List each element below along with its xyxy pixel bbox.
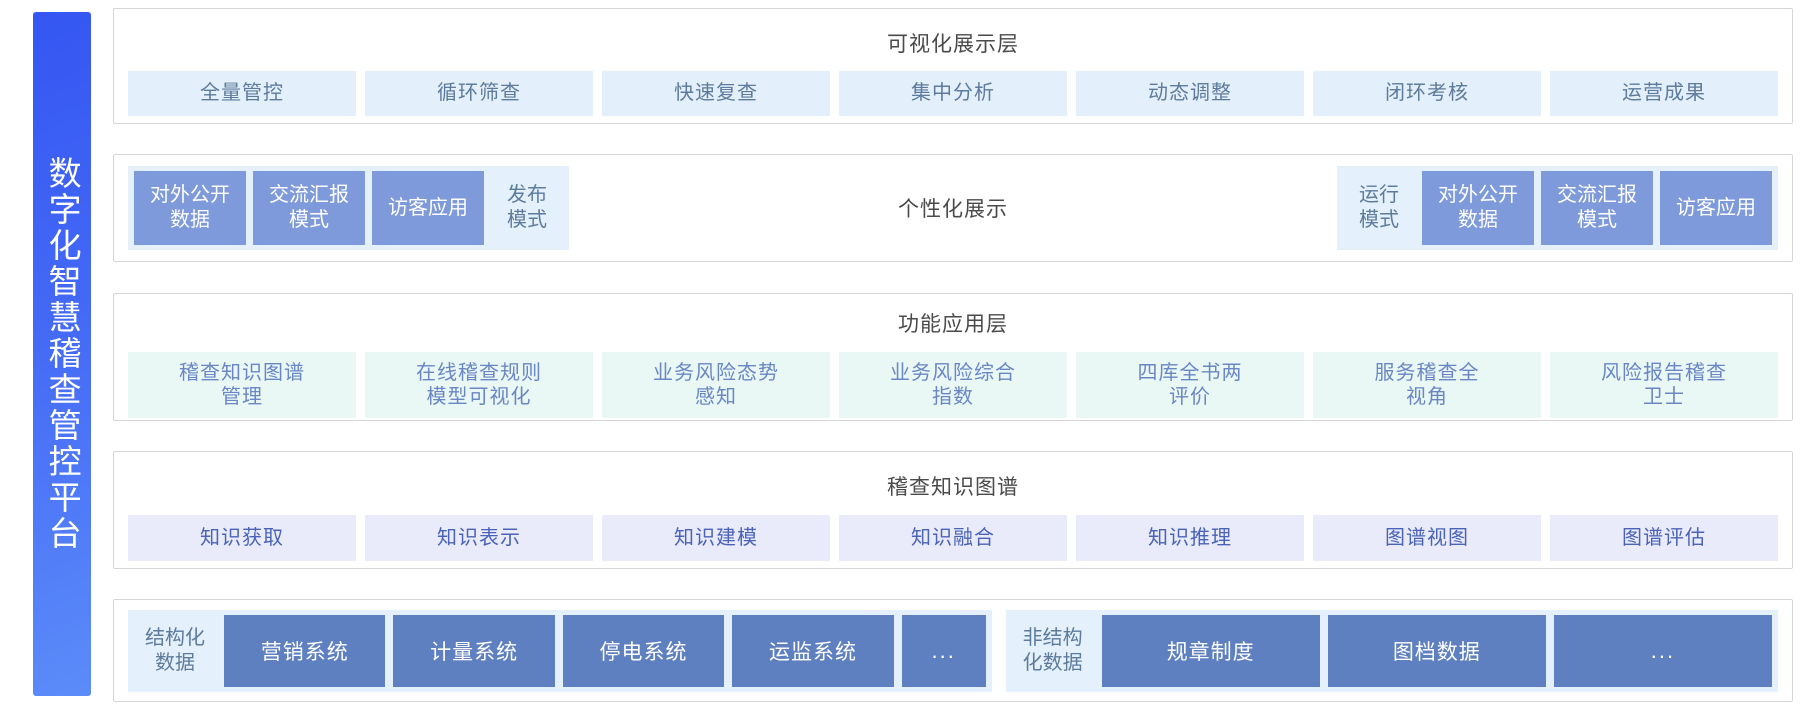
platform-title: 数字化智慧稽查管控平台 [44, 156, 82, 552]
mode-box[interactable]: 对外公开数据 [134, 171, 246, 246]
layer-stack: 可视化展示层 全量管控 循环筛查 快速复查 集中分析 动态调整 闭环考核 运营成… [113, 8, 1793, 702]
visualization-layer-card: 可视化展示层 全量管控 循环筛查 快速复查 集中分析 动态调整 闭环考核 运营成… [113, 8, 1793, 124]
knowledge-graph-layer-card: 稽查知识图谱 知识获取 知识表示 知识建模 知识融合 知识推理 图谱视图 图谱评… [113, 450, 1793, 569]
chip-item[interactable]: 服务稽查全视角 [1313, 352, 1541, 418]
data-layer-card: 结构化数据 营销系统 计量系统 停电系统 运监系统 ... 非结构化数据 规章制… [113, 599, 1793, 702]
data-source-box[interactable]: 规章制度 [1101, 614, 1320, 687]
data-source-box[interactable]: 图档数据 [1327, 614, 1546, 687]
mode-box[interactable]: 访客应用 [1660, 171, 1772, 246]
data-source-box[interactable]: 计量系统 [393, 614, 555, 687]
mode-box[interactable]: 交流汇报模式 [1541, 171, 1653, 246]
chip-item[interactable]: 循环筛查 [365, 71, 593, 116]
visualization-layer-title: 可视化展示层 [887, 33, 1019, 56]
functional-application-layer-title: 功能应用层 [898, 313, 1008, 336]
structured-data-group: 结构化数据 营销系统 计量系统 停电系统 运监系统 ... [128, 609, 992, 692]
chip-item[interactable]: 动态调整 [1076, 71, 1304, 116]
personalized-left-group: 对外公开数据 交流汇报模式 访客应用 发布模式 [128, 166, 569, 251]
chip-item[interactable]: 业务风险态势感知 [602, 352, 830, 418]
chip-item[interactable]: 风险报告稽查卫士 [1550, 352, 1778, 418]
chip-item[interactable]: 知识推理 [1076, 515, 1304, 562]
mode-box[interactable]: 访客应用 [372, 171, 484, 246]
data-layer-row: 结构化数据 营销系统 计量系统 停电系统 运监系统 ... 非结构化数据 规章制… [128, 609, 1778, 692]
personalized-display-card: 对外公开数据 交流汇报模式 访客应用 发布模式 个性化展示 运行模式 对外公开数… [113, 154, 1793, 263]
data-source-box[interactable]: 运监系统 [732, 614, 894, 687]
unstructured-data-label: 非结构化数据 [1022, 626, 1083, 674]
data-source-box[interactable]: 停电系统 [562, 614, 725, 687]
chip-item[interactable]: 知识表示 [365, 515, 593, 562]
chip-item[interactable]: 运营成果 [1550, 71, 1778, 116]
knowledge-graph-chip-list: 知识获取 知识表示 知识建模 知识融合 知识推理 图谱视图 图谱评估 [128, 515, 1778, 562]
data-source-more-box[interactable]: ... [901, 614, 986, 687]
mode-label: 运行模式 [1359, 184, 1399, 232]
chip-item[interactable]: 在线稽查规则模型可视化 [365, 352, 593, 418]
chip-item[interactable]: 全量管控 [128, 71, 356, 116]
unstructured-data-group: 非结构化数据 规章制度 图档数据 ... [1005, 609, 1778, 692]
chip-item[interactable]: 稽查知识图谱管理 [128, 352, 356, 418]
functional-chip-list: 稽查知识图谱管理 在线稽查规则模型可视化 业务风险态势感知 业务风险综合指数 四… [128, 352, 1778, 418]
chip-item[interactable]: 知识建模 [602, 515, 830, 562]
chip-item[interactable]: 知识获取 [128, 515, 356, 562]
personalized-display-row: 对外公开数据 交流汇报模式 访客应用 发布模式 个性化展示 运行模式 对外公开数… [128, 166, 1778, 251]
mode-label: 发布模式 [507, 184, 547, 232]
personalized-display-title: 个性化展示 [569, 166, 1337, 251]
chip-item[interactable]: 闭环考核 [1313, 71, 1541, 116]
functional-application-layer-card: 功能应用层 稽查知识图谱管理 在线稽查规则模型可视化 业务风险态势感知 业务风险… [113, 292, 1793, 421]
knowledge-graph-layer-title: 稽查知识图谱 [887, 476, 1019, 500]
chip-item[interactable]: 集中分析 [839, 71, 1067, 116]
chip-item[interactable]: 图谱视图 [1313, 515, 1541, 562]
structured-data-label: 结构化数据 [145, 626, 205, 674]
chip-item[interactable]: 图谱评估 [1550, 515, 1778, 562]
mode-box[interactable]: 交流汇报模式 [253, 171, 365, 246]
chip-item[interactable]: 业务风险综合指数 [839, 352, 1067, 418]
visualization-chip-list: 全量管控 循环筛查 快速复查 集中分析 动态调整 闭环考核 运营成果 [128, 71, 1778, 116]
chip-item[interactable]: 知识融合 [839, 515, 1067, 562]
data-source-box[interactable]: 营销系统 [224, 614, 386, 687]
mode-box[interactable]: 对外公开数据 [1422, 171, 1534, 246]
platform-sidebar: 数字化智慧稽查管控平台 [33, 12, 91, 696]
personalized-right-group: 运行模式 对外公开数据 交流汇报模式 访客应用 [1337, 166, 1778, 251]
data-source-more-box[interactable]: ... [1553, 614, 1772, 687]
chip-item[interactable]: 四库全书两评价 [1076, 352, 1304, 418]
chip-item[interactable]: 快速复查 [602, 71, 830, 116]
